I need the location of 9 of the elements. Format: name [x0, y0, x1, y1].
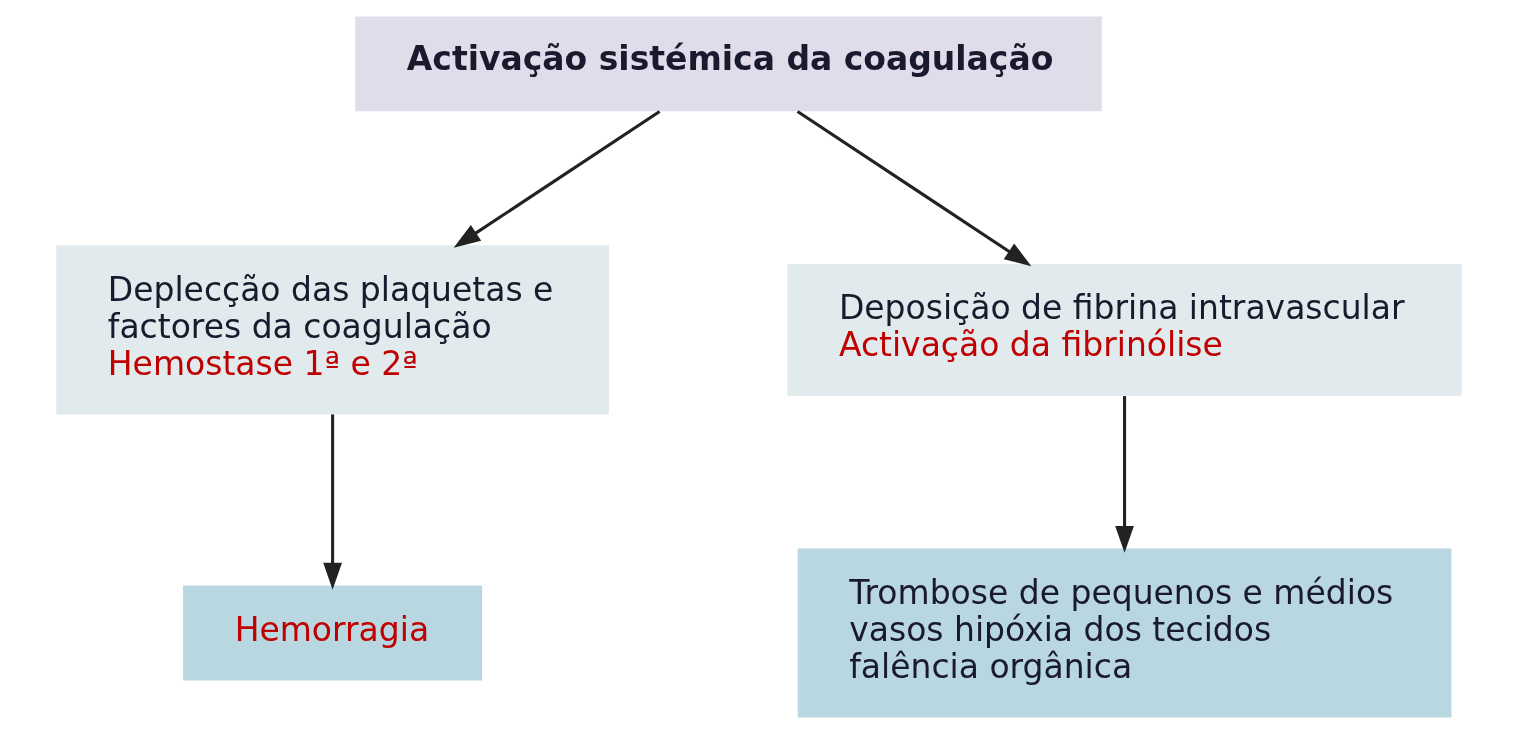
node-box: Deplecção das plaquetas e factores da coagulação Hemostase 1ª e 2ª — [55, 245, 609, 415]
node-box: Activação sistémica da coagulação — [354, 16, 1102, 112]
arrow — [453, 110, 660, 248]
node-box: Hemorragia — [182, 585, 482, 681]
arrow — [796, 110, 1031, 267]
arrow — [1114, 396, 1134, 553]
node-box: Trombose de pequenos e médios vasos hipóxia dos tecidos falência orgânica — [797, 548, 1451, 718]
node-box: Deposição de fibrina intravascular Activação da fibrinólise — [786, 263, 1462, 396]
arrow — [322, 414, 342, 590]
